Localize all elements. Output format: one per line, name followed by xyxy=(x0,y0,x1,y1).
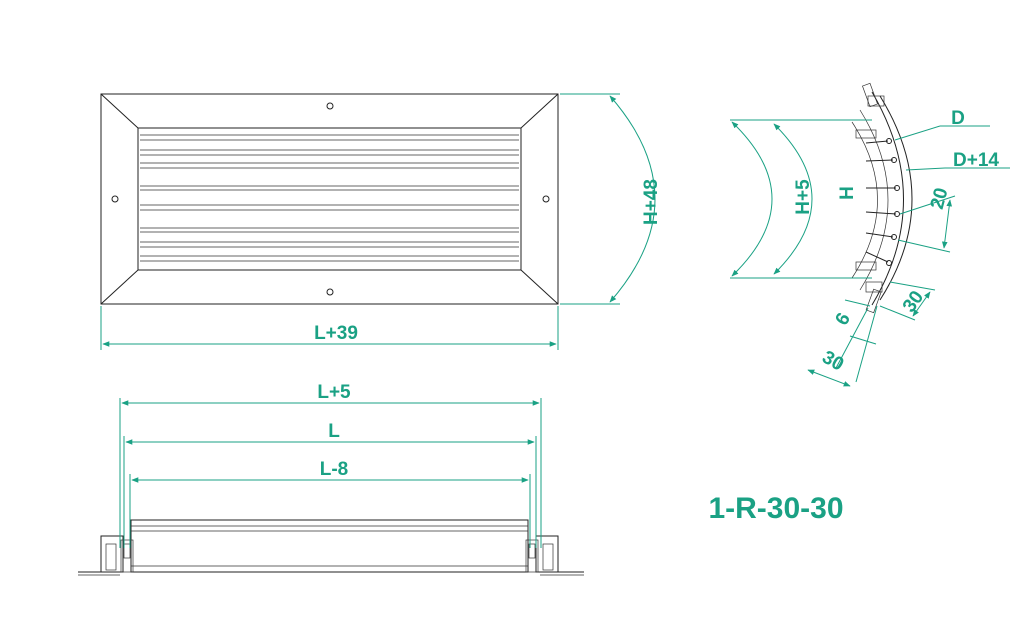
l8-label: L-8 xyxy=(320,459,349,480)
width-label: L+39 xyxy=(314,323,358,344)
grille-body xyxy=(130,519,529,573)
blades xyxy=(140,134,519,262)
model-code: 1-R-30-30 xyxy=(708,492,843,525)
flange-label: 6 xyxy=(831,309,854,329)
screw-hole-bottom xyxy=(326,288,334,296)
angle-bottom-label: 30 xyxy=(818,347,847,376)
side-view: D D+14 H+5 H 20 30 6 30 xyxy=(730,82,1010,387)
screw-hole-top xyxy=(326,102,334,110)
arc-blades xyxy=(865,138,900,266)
inner-frame xyxy=(137,127,522,271)
front-view: L+39 H+48 xyxy=(100,93,662,350)
l5-label: L+5 xyxy=(317,382,351,403)
outer-frame xyxy=(100,93,559,305)
d-label: D xyxy=(951,108,965,129)
screw-hole-left xyxy=(111,195,119,203)
screw-hole-right xyxy=(542,195,550,203)
d14-label: D+14 xyxy=(953,150,999,171)
bottom-view: L+5 L L-8 xyxy=(78,382,584,576)
l-label: L xyxy=(328,421,340,442)
height-label: H+48 xyxy=(641,179,662,225)
angle-top-label: 30 xyxy=(899,287,928,316)
h-label: H xyxy=(837,186,858,200)
h5-label: H+5 xyxy=(793,179,814,215)
